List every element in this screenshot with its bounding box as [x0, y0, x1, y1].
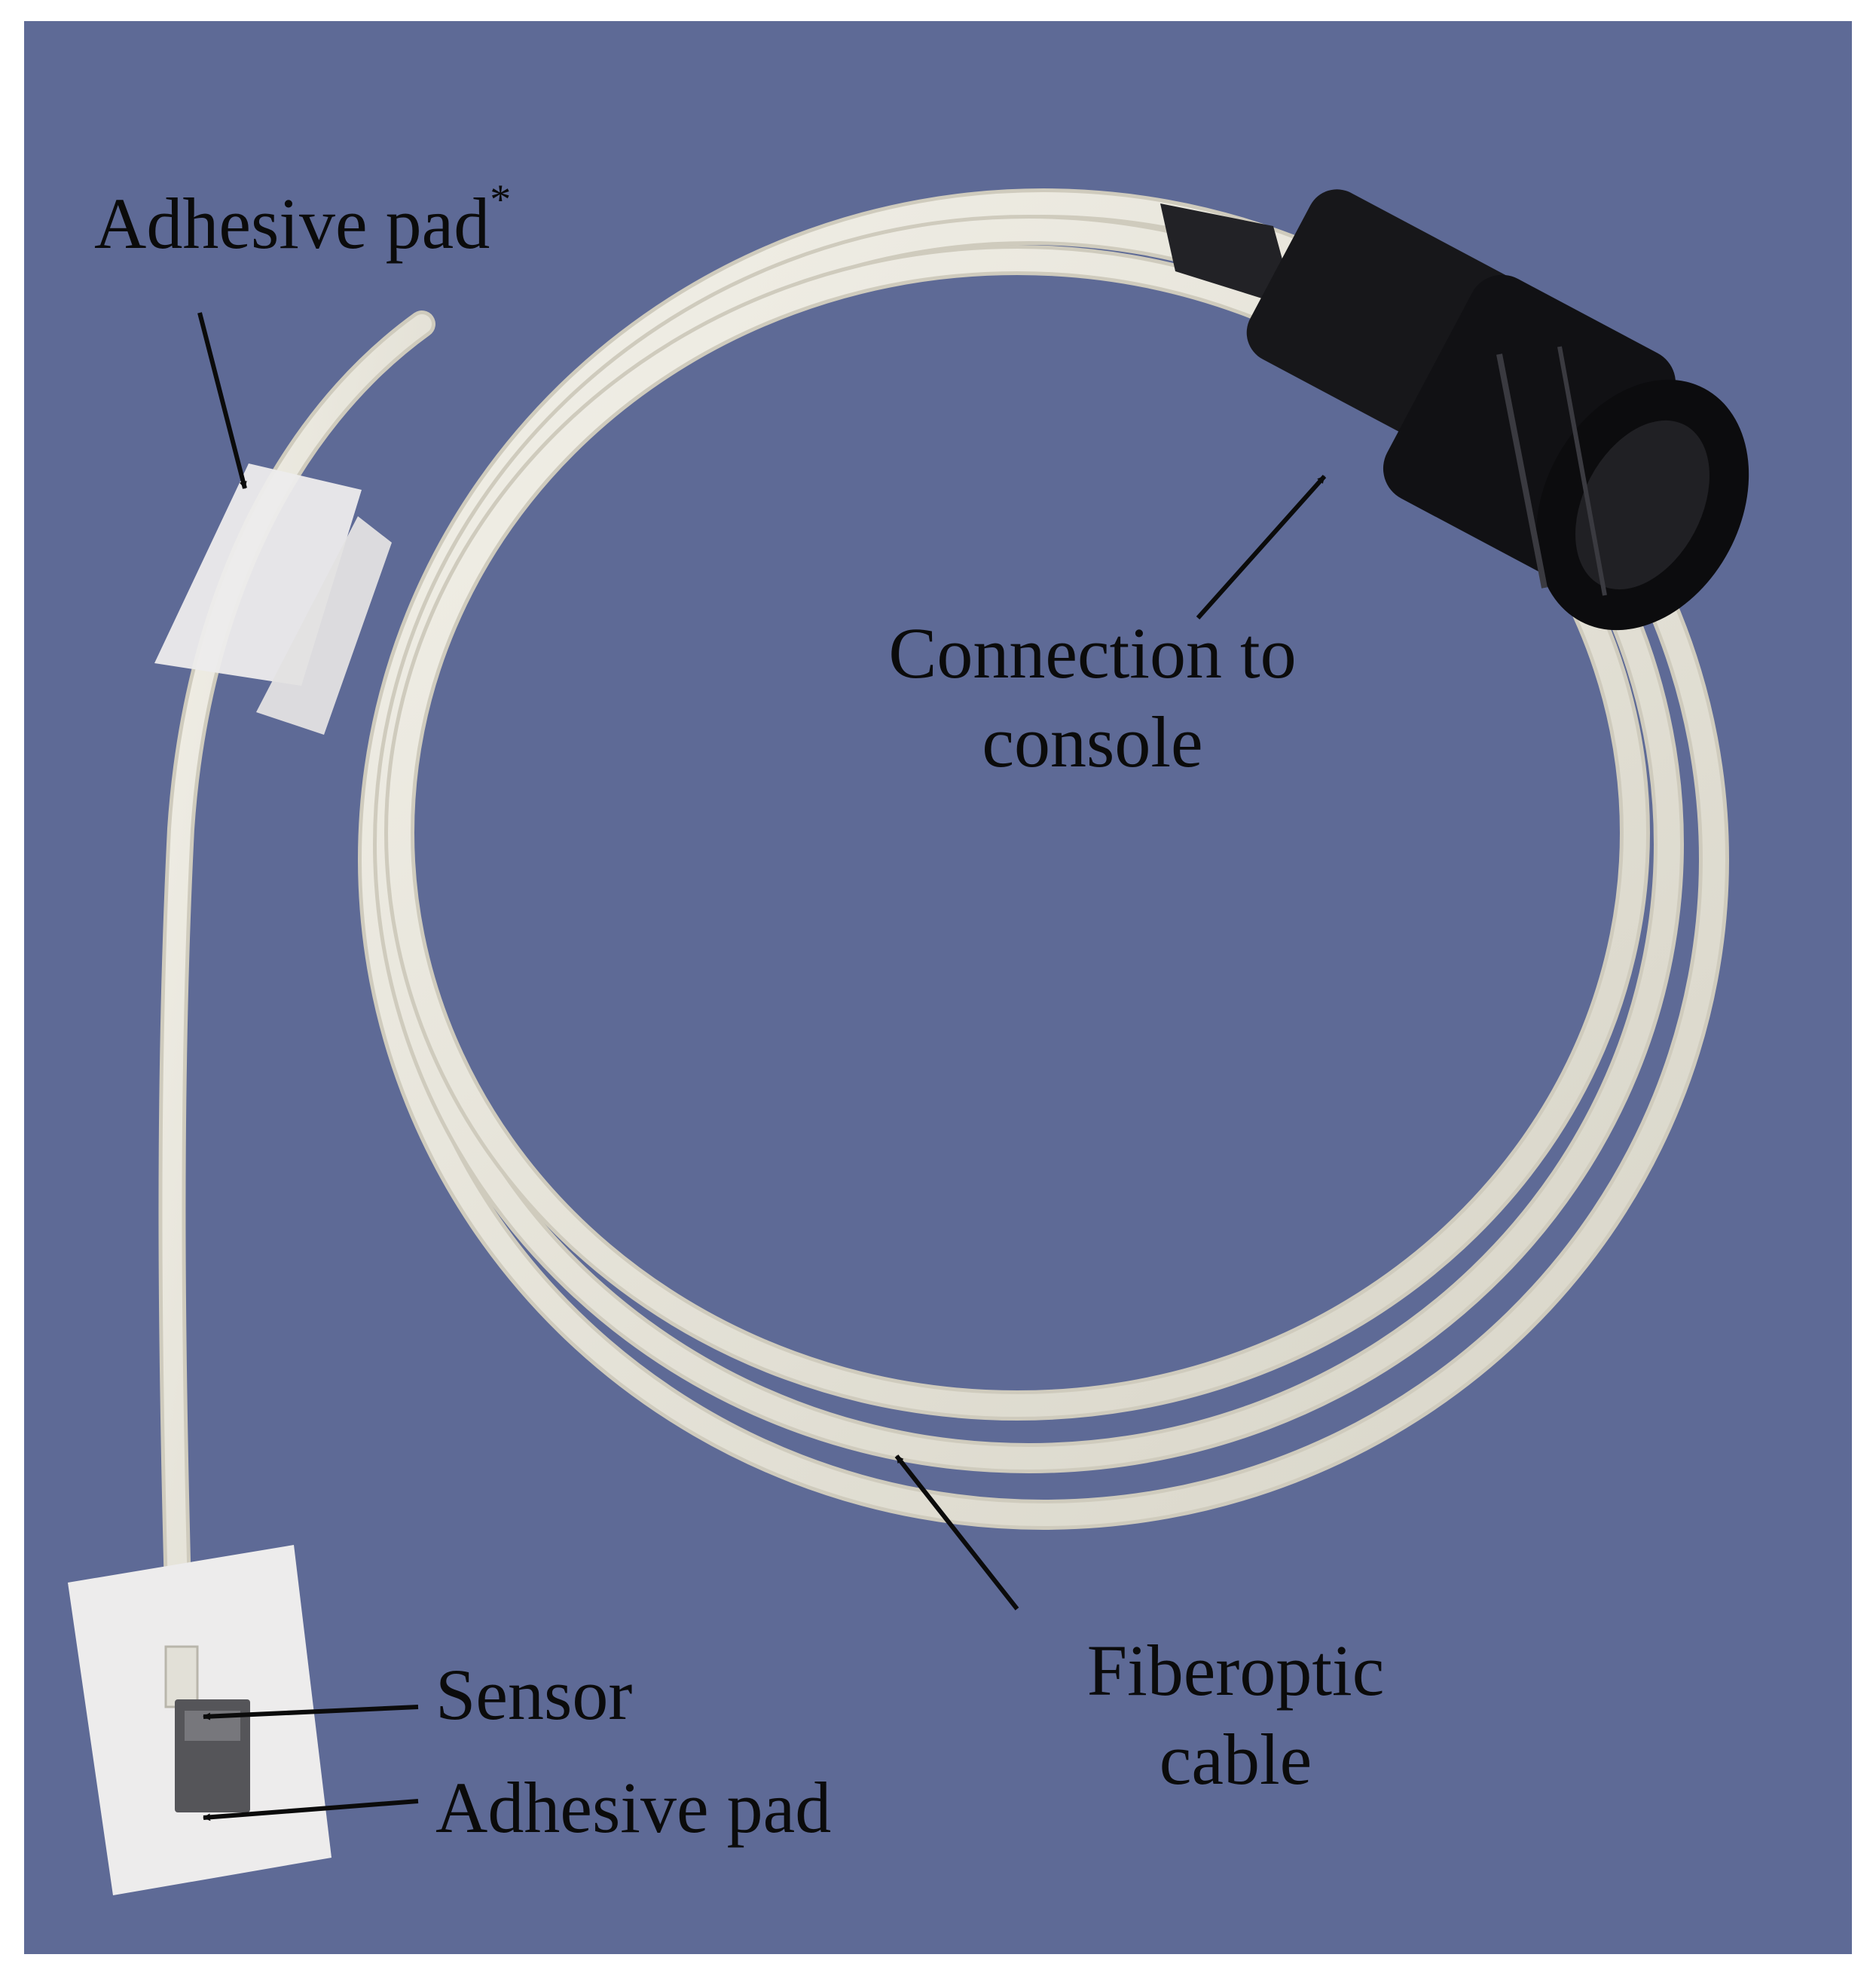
annotation-arrows	[197, 312, 1327, 1821]
arrow-connection	[1196, 475, 1327, 619]
label-fiberoptic-line1: Fiberoptic	[1086, 1630, 1385, 1711]
label-adhesive-pad-top: Adhesive pad*	[94, 179, 511, 268]
sensor-patch	[68, 1545, 332, 1895]
arrow-adhesive-pad-bottom	[203, 1799, 419, 1821]
label-connection-line2: console	[982, 702, 1203, 782]
label-sensor: Sensor	[435, 1650, 632, 1739]
console-connector	[1160, 189, 1749, 631]
arrow-adhesive-pad-top	[197, 312, 247, 489]
label-connection-to-console: Connection to console	[814, 609, 1371, 787]
arrow-fiberoptic	[894, 1454, 1019, 1610]
label-connection-line1: Connection to	[888, 613, 1297, 693]
label-fiberoptic-cable: Fiberoptic cable	[1040, 1626, 1431, 1804]
label-adhesive-pad-top-asterisk: *	[490, 176, 512, 223]
arrow-sensor	[203, 1705, 419, 1720]
cable-coil	[158, 188, 1729, 1717]
label-adhesive-pad-bottom: Adhesive pad	[435, 1763, 831, 1852]
top-adhesive-pad	[154, 463, 392, 735]
label-adhesive-pad-top-text: Adhesive pad	[94, 183, 490, 264]
label-fiberoptic-line2: cable	[1159, 1719, 1312, 1800]
label-sensor-text: Sensor	[435, 1654, 633, 1735]
label-adhesive-pad-bottom-text: Adhesive pad	[435, 1767, 832, 1848]
